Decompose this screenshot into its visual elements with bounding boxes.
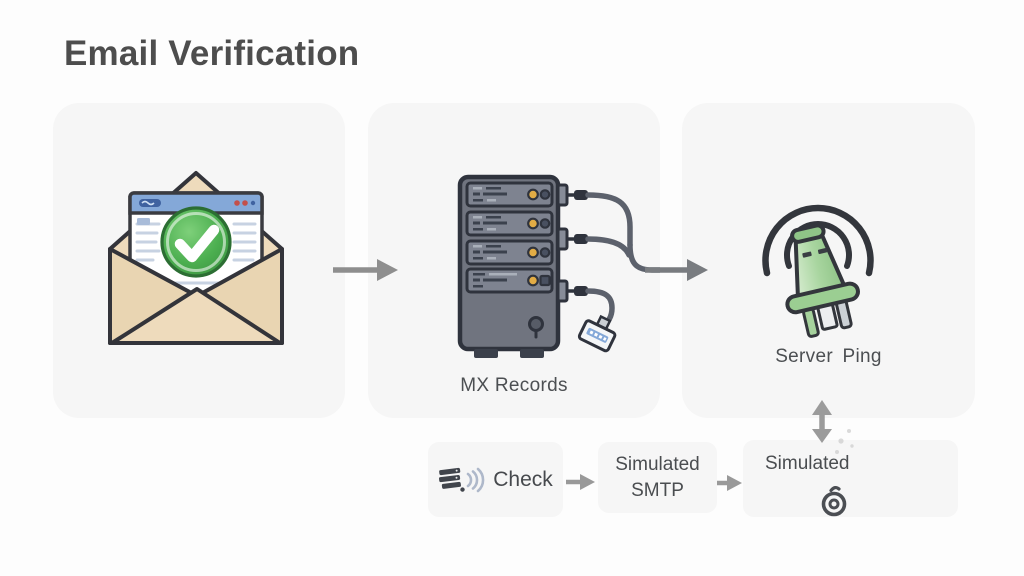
- flow-box-check: Check: [428, 442, 563, 517]
- usb-dongle-icon: [577, 314, 617, 353]
- page-title: Email Verification: [64, 34, 360, 73]
- arrow-check-to-smtp: [566, 474, 595, 490]
- server-stack-icon: [457, 174, 660, 358]
- cables: [556, 183, 660, 353]
- panel-mx-records: MX Records: [368, 103, 660, 418]
- flow-box-simulated-timer: Simulated: [743, 440, 958, 517]
- server-broadcast-icon: [439, 467, 485, 492]
- flow-box-simulated-smtp: Simulated SMTP: [598, 442, 717, 513]
- panel-verified-email: [53, 103, 345, 418]
- stopwatch-icon: [821, 485, 847, 517]
- server-ping-label: Server Ping: [775, 346, 882, 367]
- plug-signal-icon: [762, 204, 874, 338]
- smtp-label-line2: SMTP: [631, 479, 684, 501]
- mx-records-label: MX Records: [460, 375, 568, 396]
- arrow-smtp-to-simulated: [717, 475, 742, 491]
- panel-server-ping: Server Ping: [682, 103, 975, 418]
- check-badge-icon: [160, 206, 232, 278]
- smtp-label-line1: Simulated: [615, 454, 700, 476]
- envelope-verified-icon: [108, 171, 284, 345]
- simulated-label: Simulated: [765, 453, 850, 474]
- check-label: Check: [493, 467, 553, 491]
